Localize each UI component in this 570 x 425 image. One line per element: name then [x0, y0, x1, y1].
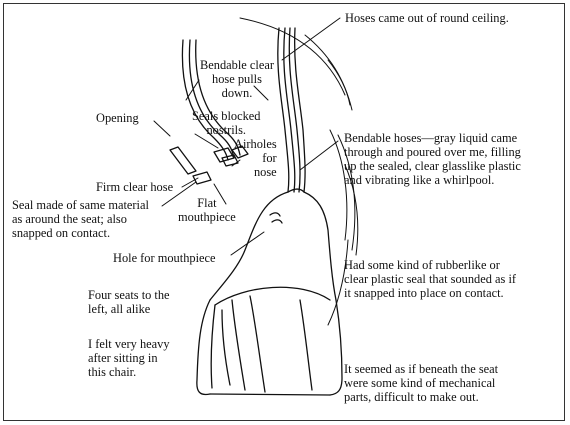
- arrow-seals-blocked: [194, 133, 219, 149]
- flat-mouthpiece-piece: [192, 171, 212, 185]
- pointer-lines: [153, 17, 341, 256]
- label-line: up the sealed, clear glasslike plastic: [344, 159, 521, 173]
- label-line: for: [262, 151, 277, 165]
- label-line: Seals blocked: [192, 109, 261, 123]
- arrow-airholes: [231, 159, 241, 167]
- arrow-opening: [153, 120, 171, 137]
- arrow-hoses-ceiling: [281, 17, 341, 61]
- label-line: Four seats to the: [88, 288, 170, 302]
- label-line: Opening: [96, 111, 139, 125]
- label-line: left, all alike: [88, 302, 151, 316]
- label-line: Firm clear hose: [96, 180, 174, 194]
- nose-seal-pieces: [169, 145, 249, 185]
- arrow-flat-mouthpiece: [213, 183, 227, 205]
- arrow-hole-mouthpiece: [230, 231, 265, 256]
- label-firm-clear-hose: Firm clear hose: [96, 180, 173, 194]
- label-line: mouthpiece: [178, 210, 236, 224]
- label-line: Flat: [197, 196, 217, 210]
- label-line: nostrils.: [206, 123, 247, 137]
- label-line: down.: [221, 86, 253, 100]
- label-line: through and poured over me, filling: [344, 145, 521, 159]
- label-line: nose: [253, 165, 277, 179]
- label-line: Hoses came out of round ceiling.: [345, 11, 509, 25]
- seat: [196, 188, 343, 396]
- label-line: Hole for mouthpiece: [113, 251, 216, 265]
- label-line: Bendable clear: [200, 58, 274, 72]
- label-line: it snapped into place on contact.: [344, 286, 504, 300]
- label-line: and vibrating like a whirlpool.: [344, 173, 495, 187]
- ceiling-arcs: [239, 17, 359, 326]
- label-line: Had some kind of rubberlike or: [344, 258, 500, 272]
- label-line: parts, difficult to make out.: [344, 390, 479, 404]
- label-hoses-ceiling: Hoses came out of round ceiling.: [345, 11, 509, 25]
- label-line: I felt very heavy: [88, 337, 170, 351]
- label-line: Airholes: [234, 137, 277, 151]
- label-line: after sitting in: [88, 351, 158, 365]
- label-line: Seal made of same material: [12, 198, 149, 212]
- arrow-clear-hose-left: [185, 79, 200, 101]
- figure-border: [3, 3, 565, 421]
- label-line: Bendable hoses—gray liquid came: [344, 131, 518, 145]
- label-opening: Opening: [96, 111, 139, 125]
- arrow-clear-hose-right: [253, 85, 269, 101]
- label-line: clear plastic seal that sounded as if: [344, 272, 517, 286]
- left-hose-bundle: [181, 39, 241, 161]
- label-hole-mouthpiece: Hole for mouthpiece: [113, 251, 216, 265]
- arrow-firm-hose: [181, 177, 199, 188]
- firm-clear-hose-piece: [169, 146, 197, 175]
- label-line: It seemed as if beneath the seat: [344, 362, 499, 376]
- arrow-bendable-hoses: [299, 140, 339, 171]
- label-line: as around the seat; also: [12, 212, 127, 226]
- arrow-seal-material: [161, 181, 197, 207]
- label-line: this chair.: [88, 365, 137, 379]
- label-line: were some kind of mechanical: [344, 376, 496, 390]
- label-line: snapped on contact.: [12, 226, 111, 240]
- label-line: hose pulls: [212, 72, 262, 86]
